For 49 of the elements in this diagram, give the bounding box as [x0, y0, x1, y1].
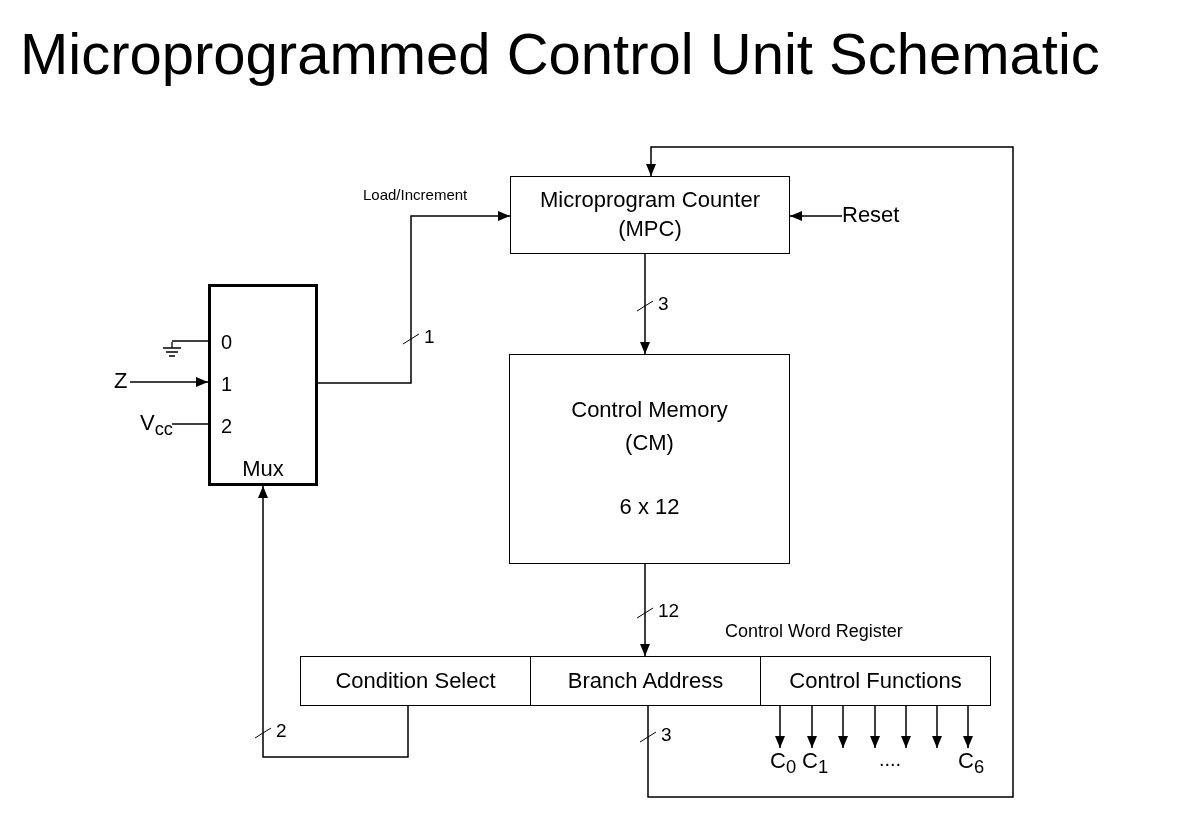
memory-box	[509, 354, 790, 564]
signal-line	[775, 705, 785, 749]
signal-line	[171, 423, 209, 425]
mux-box	[208, 284, 318, 486]
pin-number: 2	[221, 415, 233, 437]
bus-line	[640, 253, 650, 355]
bus-line	[646, 146, 1014, 798]
signal-line	[789, 211, 843, 221]
signal-line	[838, 705, 848, 749]
box-text: Branch Address	[567, 666, 724, 695]
signal-line	[870, 705, 880, 749]
bus-line	[258, 485, 409, 758]
pin-number: 1	[221, 373, 233, 395]
register-heading: Control Word Register	[725, 622, 903, 642]
signal-line	[129, 377, 209, 387]
signal-label: V$_{cc}$	[140, 410, 173, 435]
bus-width-label: 3	[661, 725, 672, 746]
bus-width-label: 12	[658, 601, 680, 622]
signal-line	[963, 705, 973, 749]
bus-width-label: 2	[276, 721, 287, 742]
register-field	[760, 656, 991, 706]
box-text: 6 x 12	[618, 493, 681, 521]
box-text: Microprogram Counter (MPC)	[538, 186, 762, 243]
bus-width-label: 3	[658, 294, 669, 315]
title: Microprogrammed Control Unit Schematic	[20, 22, 1100, 86]
box-text: Control Functions	[789, 666, 962, 695]
pin-number: 0	[221, 331, 233, 353]
bus-line	[317, 211, 511, 384]
box-text: Condition Select	[335, 666, 496, 695]
signal-label: Z	[114, 368, 128, 393]
signal-line	[932, 705, 942, 749]
signal-label: Load/Increment	[363, 187, 468, 204]
signal-label: Reset	[842, 202, 900, 227]
signal-line	[171, 340, 209, 342]
signal-line	[807, 705, 817, 749]
counter-box	[510, 176, 790, 254]
mux-label: Mux	[241, 456, 285, 481]
box-text: Control Memory (CM)	[570, 396, 729, 457]
signal-label: C$_{1}$	[802, 748, 829, 773]
register-field	[300, 656, 531, 706]
signal-label: ....	[877, 748, 903, 770]
signal-label: C$_{6}$	[958, 748, 985, 773]
register	[300, 622, 991, 706]
signal-line	[901, 705, 911, 749]
bus-line	[640, 563, 650, 657]
register-field	[530, 656, 761, 706]
bus-width-label: 1	[424, 327, 435, 348]
signal-label: C$_{0}$	[770, 748, 797, 773]
ground-icon	[160, 341, 184, 359]
